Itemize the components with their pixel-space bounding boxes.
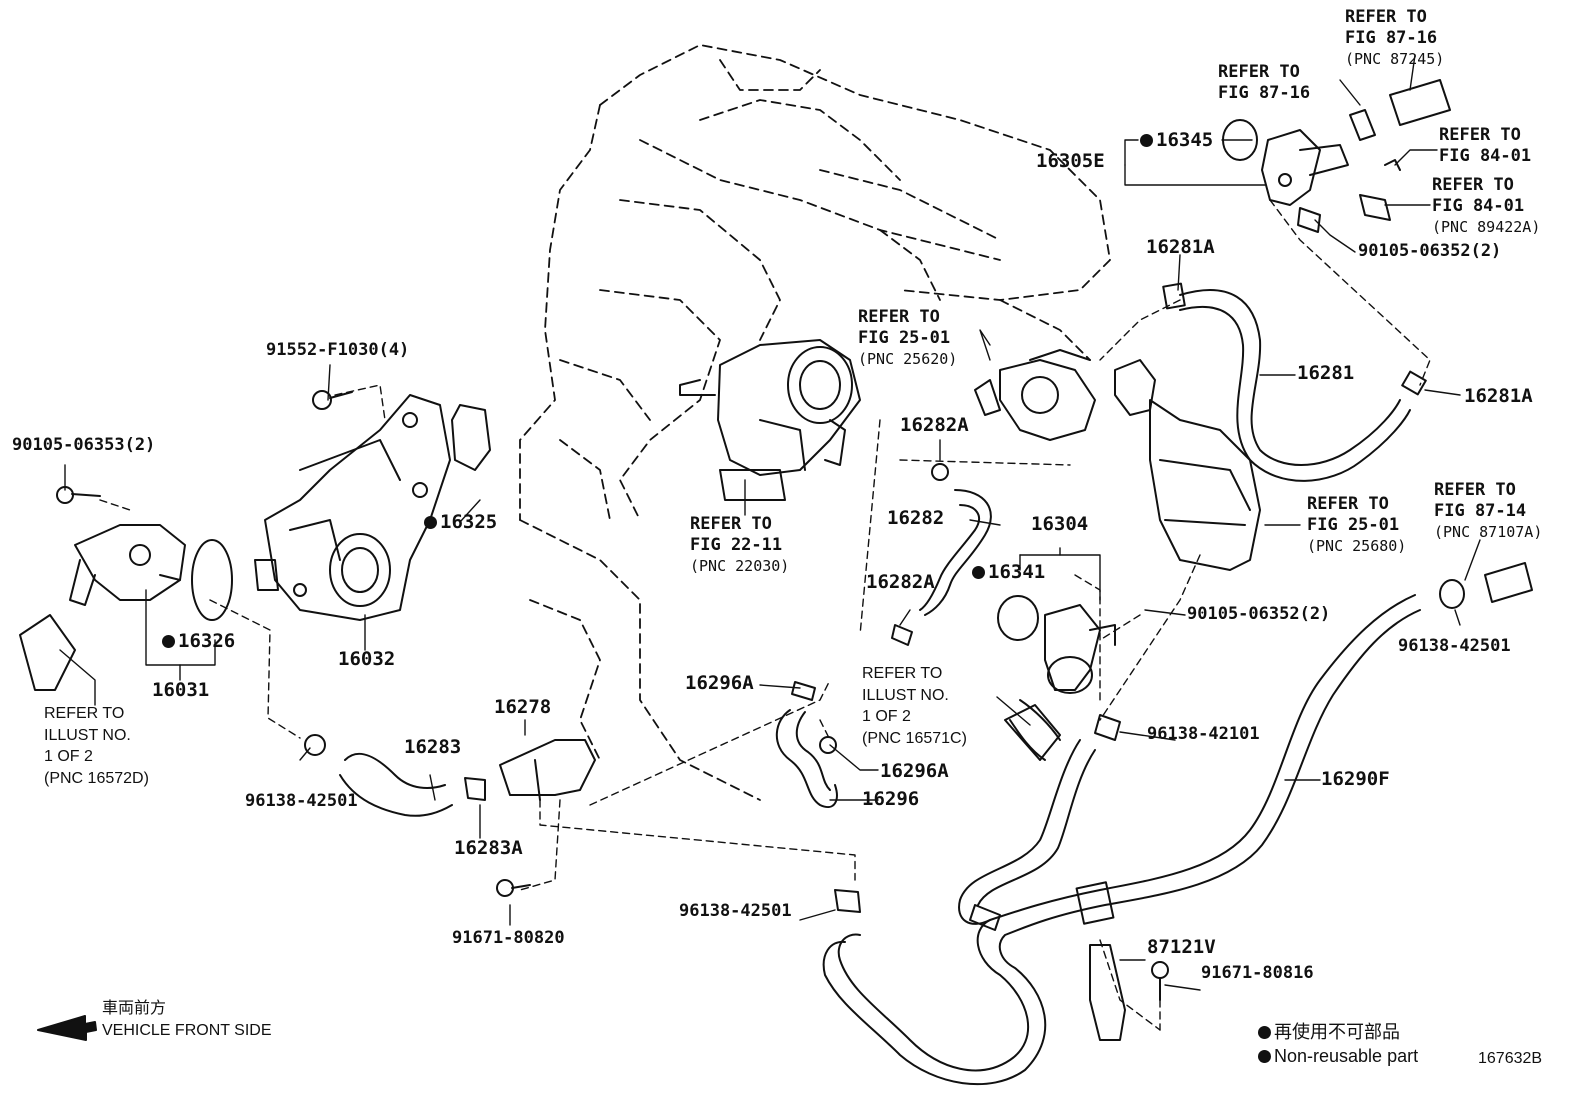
- engine-outline: [519, 44, 1111, 801]
- vehicle-front-arrow-icon: [37, 1015, 97, 1041]
- part-label-nonreusable: 16325: [424, 513, 497, 532]
- part-label-nonreusable: 16341: [972, 563, 1045, 582]
- bolt-90105-06353: [56, 486, 101, 504]
- part-label: 91671-80816: [1201, 963, 1314, 983]
- hose-lower-left: [1009, 699, 1061, 761]
- hose-16290F: [822, 594, 1421, 1086]
- part-label: 96138-42501: [1398, 636, 1511, 656]
- legend-en: Non-reusable part: [1258, 1044, 1418, 1068]
- part-label: 16296: [862, 788, 920, 810]
- refer-note: REFER TO FIG 25-01 (PNC 25620): [858, 307, 958, 368]
- nonreusable-dot-icon: [424, 516, 437, 529]
- part-label: 16305E: [1036, 150, 1105, 172]
- hose-end-left: [19, 614, 76, 691]
- part-label-nonreusable: 16326: [162, 632, 235, 651]
- refer-note: REFER TO FIG 25-01 (PNC 25680): [1307, 494, 1407, 555]
- water-inlet-16304: [997, 595, 1116, 694]
- bolt-91671-80820: [496, 879, 531, 897]
- nonreusable-dot-icon: [1140, 134, 1153, 147]
- nonreusable-dot-icon: [1258, 1050, 1271, 1063]
- part-label: 90105-06352(2): [1358, 241, 1502, 261]
- part-label: 16304: [1031, 513, 1089, 535]
- clamp-bottom: [834, 889, 861, 913]
- figure-id: 167632B: [1478, 1050, 1543, 1067]
- part-label: 16278: [494, 696, 552, 718]
- part-label: 96138-42501: [245, 791, 358, 811]
- part-label: 16290F: [1321, 768, 1390, 790]
- part-label: 90105-06353(2): [12, 435, 156, 455]
- water-outlet-upper: [1222, 79, 1451, 233]
- hose-16283: [304, 734, 486, 817]
- refer-note: REFER TO FIG 87-16: [1218, 62, 1311, 103]
- hose-16296: [775, 681, 838, 808]
- part-label: 16282A: [900, 414, 969, 436]
- refer-note: REFER TO FIG 87-16 (PNC 87245): [1345, 7, 1445, 68]
- hose-end-right: [1439, 562, 1533, 609]
- part-label-nonreusable: 16345: [1140, 131, 1213, 150]
- part-label: 16283: [404, 736, 462, 758]
- part-label: 16283A: [454, 837, 523, 859]
- hose-end-mid: [1004, 704, 1061, 761]
- throttle-body: [679, 339, 861, 501]
- refer-note: REFER TO FIG 84-01: [1439, 125, 1532, 166]
- leader-lines: [59, 54, 1481, 991]
- bracket-87121V: [1089, 944, 1169, 1041]
- refer-note: REFER TO FIG 87-14 (PNC 87107A): [1434, 480, 1543, 541]
- part-label: 16282: [887, 507, 945, 529]
- part-label: 16296A: [880, 760, 949, 782]
- pipe-16278: [499, 739, 596, 801]
- part-label: 96138-42501: [679, 901, 792, 921]
- legend-jp: 再使用不可部品: [1258, 1020, 1400, 1044]
- hose-16281: [1162, 282, 1427, 482]
- part-label: 16281A: [1146, 236, 1215, 258]
- part-label: 16032: [338, 648, 396, 670]
- nonreusable-dot-icon: [972, 566, 985, 579]
- part-label: 96138-42101: [1147, 724, 1260, 744]
- part-label: 91671-80820: [452, 928, 565, 948]
- nonreusable-dot-icon: [162, 635, 175, 648]
- nonreusable-dot-icon: [1258, 1026, 1271, 1039]
- vehicle-front-note: 車両前方 VEHICLE FRONT SIDE: [102, 1000, 272, 1039]
- hose-16282: [891, 463, 992, 646]
- part-label: 87121V: [1147, 936, 1216, 958]
- illust-note-mid: REFER TO ILLUST NO. 1 OF 2 (PNC 16571C): [862, 665, 967, 747]
- bolt-91552: [312, 390, 353, 410]
- part-label: 16296A: [685, 672, 754, 694]
- illust-note-left: REFER TO ILLUST NO. 1 OF 2 (PNC 16572D): [44, 705, 149, 787]
- refer-note: REFER TO FIG 22-11 (PNC 22030): [690, 514, 790, 575]
- part-label: 16031: [152, 679, 210, 701]
- refer-note: REFER TO FIG 84-01 (PNC 89422A): [1432, 175, 1541, 236]
- part-label: 91552-F1030(4): [266, 340, 410, 360]
- part-label: 90105-06352(2): [1187, 604, 1331, 624]
- part-label: 16281: [1297, 362, 1355, 384]
- egr-assembly: [974, 349, 1261, 571]
- part-label: 16281A: [1464, 385, 1533, 407]
- part-label: 16282A: [866, 571, 935, 593]
- water-pump-16032: [254, 394, 451, 621]
- water-outlet-16031: [69, 524, 233, 621]
- gasket-16325: [451, 404, 491, 471]
